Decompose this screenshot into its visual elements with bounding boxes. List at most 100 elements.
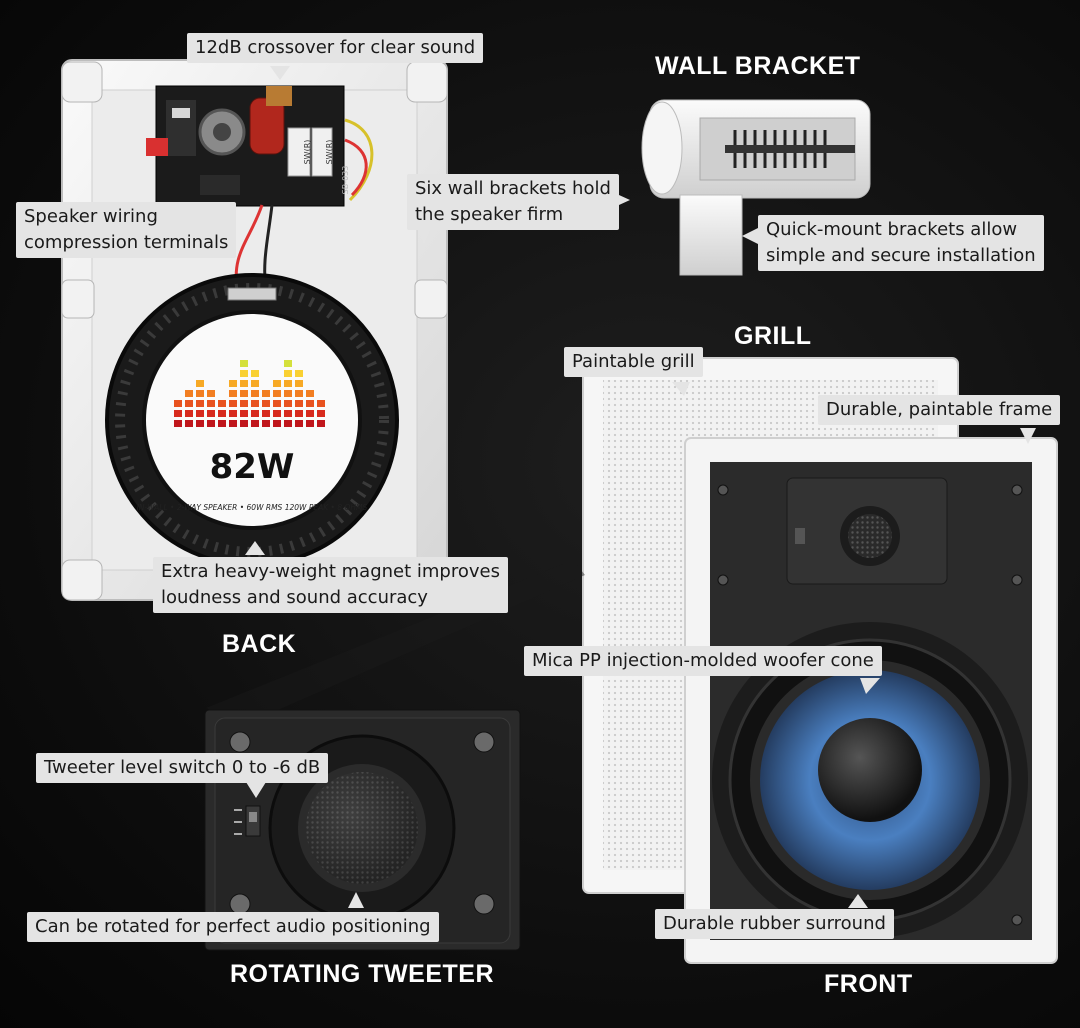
equalizer-segment (273, 390, 281, 397)
equalizer-segment (306, 400, 314, 407)
callout-paintable-grill: Paintable grill (564, 347, 703, 377)
callout-magnet-line1: Extra heavy-weight magnet improves (161, 561, 500, 582)
equalizer-segment (317, 420, 325, 427)
equalizer-segment (251, 390, 259, 397)
equalizer-segment (229, 400, 237, 407)
equalizer-segment (185, 400, 193, 407)
equalizer-segment (284, 370, 292, 377)
callout-wiring-terminals: Speaker wiring compression terminals (16, 202, 237, 258)
equalizer-segment (273, 380, 281, 387)
equalizer-segment (262, 410, 270, 417)
equalizer-graphic (174, 360, 325, 427)
callout-magnet: Extra heavy-weight magnet improves loudn… (153, 557, 508, 613)
magnet-ring-text: IN-WALL • 2-WAY SPEAKER • 60W RMS 120W P… (137, 503, 368, 512)
equalizer-segment (229, 380, 237, 387)
equalizer-segment (284, 360, 292, 367)
equalizer-segment (262, 420, 270, 427)
equalizer-segment (295, 380, 303, 387)
callout-quick-mount-line2: simple and secure installation (766, 245, 1036, 266)
callout-quick-mount: Quick-mount brackets allow simple and se… (758, 215, 1044, 271)
equalizer-segment (306, 420, 314, 427)
equalizer-segment (207, 410, 215, 417)
equalizer-segment (273, 420, 281, 427)
equalizer-segment (317, 410, 325, 417)
equalizer-segment (174, 420, 182, 427)
equalizer-segment (218, 410, 226, 417)
equalizer-segment (185, 420, 193, 427)
equalizer-segment (251, 420, 259, 427)
callout-six-brackets: Six wall brackets hold the speaker firm (407, 174, 619, 230)
callout-crossover: 12dB crossover for clear sound (187, 33, 484, 63)
equalizer-segment (229, 390, 237, 397)
equalizer-segment (218, 420, 226, 427)
equalizer-segment (273, 410, 281, 417)
equalizer-segment (284, 380, 292, 387)
equalizer-segment (295, 390, 303, 397)
equalizer-segment (262, 400, 270, 407)
callout-wiring-line2: compression terminals (24, 232, 229, 253)
woofer-cone (712, 622, 1028, 938)
equalizer-segment (251, 410, 259, 417)
wall-bracket-part (641, 99, 871, 276)
equalizer-segment (196, 400, 204, 407)
equalizer-segment (240, 390, 248, 397)
equalizer-segment (284, 420, 292, 427)
callout-rotated: Can be rotated for perfect audio positio… (27, 912, 439, 942)
equalizer-segment (174, 400, 182, 407)
callout-magnet-line2: loudness and sound accuracy (161, 587, 428, 608)
callout-rubber-surround: Durable rubber surround (655, 909, 894, 939)
equalizer-segment (306, 410, 314, 417)
equalizer-segment (284, 390, 292, 397)
equalizer-segment (207, 400, 215, 407)
equalizer-segment (196, 380, 204, 387)
equalizer-segment (218, 400, 226, 407)
equalizer-segment (207, 390, 215, 397)
equalizer-segment (174, 410, 182, 417)
equalizer-segment (284, 400, 292, 407)
equalizer-segment (240, 410, 248, 417)
equalizer-segment (185, 410, 193, 417)
equalizer-segment (262, 390, 270, 397)
equalizer-segment (240, 360, 248, 367)
crossover-label-3: SB-033 (341, 166, 350, 195)
crossover-label-1: SW(R) (303, 140, 312, 165)
equalizer-segment (273, 400, 281, 407)
equalizer-segment (185, 390, 193, 397)
callout-woofer-cone: Mica PP injection-molded woofer cone (524, 646, 882, 676)
equalizer-segment (295, 400, 303, 407)
equalizer-segment (295, 420, 303, 427)
equalizer-segment (196, 410, 204, 417)
equalizer-segment (251, 370, 259, 377)
crossover-label-2: SW(R) (325, 140, 334, 165)
equalizer-segment (251, 400, 259, 407)
equalizer-segment (240, 380, 248, 387)
equalizer-segment (251, 380, 259, 387)
front-speaker (684, 437, 1058, 964)
equalizer-segment (306, 390, 314, 397)
equalizer-segment (240, 370, 248, 377)
equalizer-segment (196, 420, 204, 427)
equalizer-segment (295, 370, 303, 377)
equalizer-segment (240, 420, 248, 427)
equalizer-segment (229, 410, 237, 417)
callout-paintable-frame: Durable, paintable frame (818, 395, 1061, 425)
crossover-board: SW(R) SW(R) SB-033 (146, 85, 374, 207)
back-speaker: SW(R) SW(R) SB-033 (61, 59, 448, 601)
equalizer-segment (229, 420, 237, 427)
callout-tweeter-switch: Tweeter level switch 0 to -6 dB (36, 753, 329, 783)
heading-wall-bracket: WALL BRACKET (655, 52, 861, 80)
wattage-label: 82W (210, 447, 295, 487)
callout-quick-mount-line1: Quick-mount brackets allow (766, 219, 1018, 240)
heading-grill: GRILL (734, 322, 812, 350)
equalizer-segment (240, 400, 248, 407)
callout-brackets-line2: the speaker firm (415, 204, 564, 225)
equalizer-segment (207, 420, 215, 427)
callout-brackets-line1: Six wall brackets hold (415, 178, 611, 199)
equalizer-segment (295, 410, 303, 417)
heading-rotating-tweeter: ROTATING TWEETER (230, 960, 494, 988)
equalizer-segment (284, 410, 292, 417)
heading-front: FRONT (824, 970, 913, 998)
callout-wiring-line1: Speaker wiring (24, 206, 158, 227)
equalizer-segment (196, 390, 204, 397)
